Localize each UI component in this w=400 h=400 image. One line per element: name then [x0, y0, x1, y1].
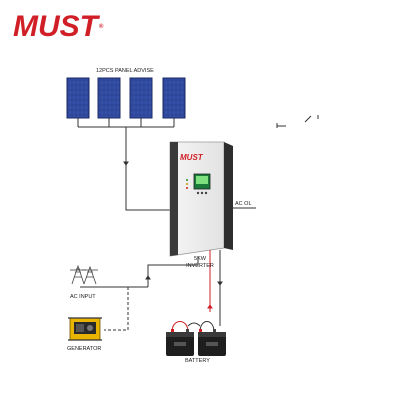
generator-icon: [68, 317, 102, 341]
battery-bank: [166, 329, 226, 356]
ac-input-tower-icon: [70, 264, 98, 285]
generator-label: GENERATOR: [67, 346, 102, 352]
solar-panel-3: [129, 77, 153, 119]
brand-logo: MUST®: [13, 12, 103, 42]
inverter-brand: MUST: [180, 153, 203, 162]
ac-input-label: AC INPUT: [70, 294, 96, 300]
solar-panel-2: [97, 77, 121, 119]
ac-input-wiring: [80, 256, 199, 331]
solar-panel-1: [66, 77, 90, 119]
solar-panel-array: [66, 77, 186, 119]
battery-2: [198, 329, 226, 356]
far-right-wiring: [276, 115, 319, 128]
battery-1: [166, 329, 194, 356]
battery-label: BATTERY: [185, 358, 210, 364]
solar-panel-4: [162, 77, 186, 119]
panel-wiring: [77, 118, 175, 211]
registered-mark: ®: [99, 24, 104, 30]
brand-logo-text: MUST: [13, 10, 98, 43]
inverter-label-line1: 5KW: [194, 256, 206, 262]
ac-output-label: AC OL: [235, 201, 252, 207]
inverter-label-line2: INVERTER: [186, 263, 214, 269]
panel-advise-label: 12PCS PANEL ADVISE: [96, 68, 154, 74]
inverter: [169, 141, 233, 257]
battery-wiring: [171, 250, 223, 333]
